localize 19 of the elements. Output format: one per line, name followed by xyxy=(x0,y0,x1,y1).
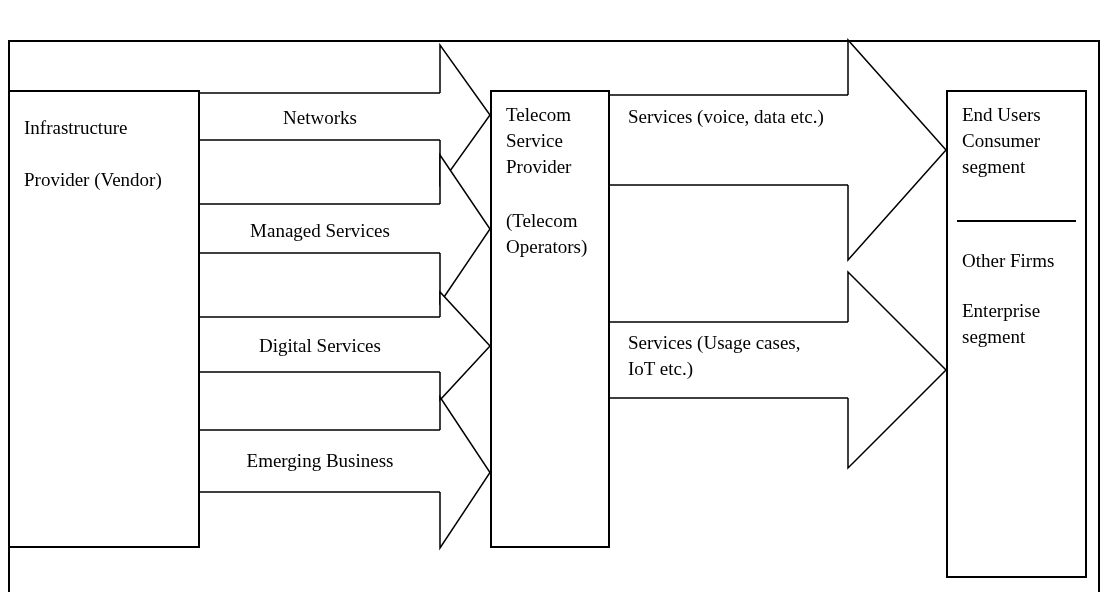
block-arrow xyxy=(199,291,491,401)
edge-label: Managed Services xyxy=(249,219,391,243)
entity-box xyxy=(490,90,610,548)
edge-label: Services (voice, data etc.) xyxy=(628,105,825,129)
node-text: Infrastructure Provider (Vendor) xyxy=(24,116,163,192)
node-text: Enterprise segment xyxy=(962,299,1042,349)
node-text: End Users Consumer segment xyxy=(962,103,1042,179)
block-arrow xyxy=(199,396,491,549)
edge-label: Services (Usage cases, IoT etc.) xyxy=(628,331,802,381)
node-text: Other Firms xyxy=(962,249,1056,273)
edge-label: Digital Services xyxy=(258,334,382,358)
entity-box xyxy=(946,90,1087,578)
entity-box xyxy=(8,90,200,548)
block-arrow xyxy=(609,39,947,261)
node-text: (Telecom Operators) xyxy=(506,209,589,259)
edge-label: Emerging Business xyxy=(245,449,395,473)
block-arrow xyxy=(609,271,947,469)
edge-label: Networks xyxy=(282,106,358,130)
node-text: Telecom Service Provider xyxy=(506,103,573,179)
